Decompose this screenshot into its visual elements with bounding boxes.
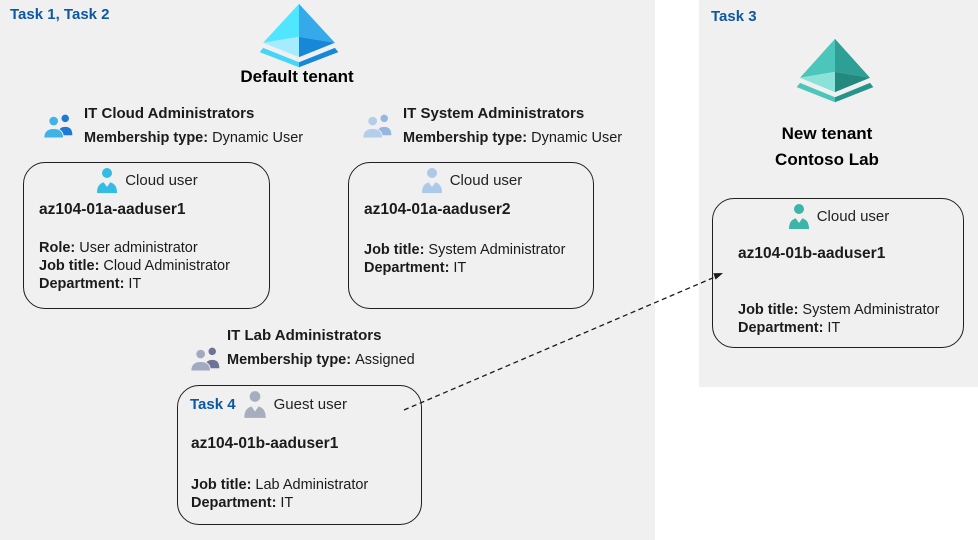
task-4-label: Task 4 bbox=[190, 395, 236, 413]
cloud-user-icon bbox=[420, 166, 444, 194]
guest-user-card-aaduser1: Task 4 Guest user az104-01b-aaduser1 Job… bbox=[177, 385, 422, 525]
field-department: Department:IT bbox=[364, 260, 467, 276]
group-membership-lab-admins: Membership type:Assigned bbox=[227, 352, 415, 368]
group-title-cloud-admins: IT Cloud Administrators bbox=[84, 105, 255, 122]
task-1-2-label: Task 1, Task 2 bbox=[10, 6, 110, 23]
field-department: Department:IT bbox=[191, 495, 294, 511]
user-card-aaduser1: Cloud user az104-01a-aaduser1 Role:User … bbox=[23, 162, 270, 309]
field-job-title: Job title:Lab Administrator bbox=[191, 477, 369, 493]
user-card-aaduser2: Cloud user az104-01a-aaduser2 Job title:… bbox=[348, 162, 594, 309]
group-title-lab-admins: IT Lab Administrators bbox=[227, 327, 382, 344]
group-people-gray-icon bbox=[190, 344, 222, 373]
field-department: Department:IT bbox=[738, 320, 841, 336]
user-fields: Job title:System Administrator Departmen… bbox=[738, 301, 939, 337]
task-3-label: Task 3 bbox=[711, 8, 757, 25]
user-type-label: Cloud user bbox=[449, 171, 523, 189]
new-tenant-title-line2: Contoso Lab bbox=[775, 150, 879, 169]
user-card-aaduser1-new-tenant: Cloud user az104-01b-aaduser1 Job title:… bbox=[712, 198, 964, 348]
group-membership-cloud-admins: Membership type:Dynamic User bbox=[84, 130, 303, 146]
group-people-paleblue-icon bbox=[362, 111, 394, 140]
user-name: az104-01a-aaduser1 bbox=[39, 201, 186, 218]
membership-type-value: Assigned bbox=[355, 352, 415, 368]
azure-ad-blue-icon bbox=[258, 3, 340, 69]
card-header: Task 4 Guest user bbox=[178, 389, 421, 419]
user-fields: Role:User administrator Job title:Cloud … bbox=[39, 239, 230, 293]
membership-type-value: Dynamic User bbox=[531, 130, 623, 146]
group-membership-system-admins: Membership type:Dynamic User bbox=[403, 130, 622, 146]
membership-type-label: Membership type: bbox=[227, 352, 352, 368]
new-tenant-title-line1: New tenant bbox=[781, 124, 873, 143]
cloud-user-icon bbox=[95, 166, 119, 194]
azure-ad-teal-icon bbox=[795, 38, 875, 104]
field-job-title: Job title:Cloud Administrator bbox=[39, 258, 230, 274]
user-name: az104-01b-aaduser1 bbox=[738, 245, 886, 262]
new-tenant-panel: Task 3 New tenant Contoso Lab bbox=[699, 0, 978, 387]
group-title-system-admins: IT System Administrators bbox=[403, 105, 585, 122]
user-type-label: Guest user bbox=[273, 395, 347, 413]
guest-user-icon bbox=[242, 389, 268, 419]
field-department: Department:IT bbox=[39, 276, 142, 292]
membership-type-value: Dynamic User bbox=[212, 130, 304, 146]
card-header: Cloud user bbox=[713, 202, 963, 230]
card-header: Cloud user bbox=[24, 166, 269, 194]
user-name: az104-01b-aaduser1 bbox=[191, 435, 339, 452]
user-type-label: Cloud user bbox=[125, 171, 198, 189]
field-job-title: Job title:System Administrator bbox=[364, 242, 566, 258]
card-header: Cloud user bbox=[349, 166, 593, 194]
cloud-user-icon bbox=[787, 202, 811, 230]
default-tenant-panel: Task 1, Task 2 Default tenant IT Cloud A… bbox=[0, 0, 655, 540]
group-people-blue-icon bbox=[43, 111, 75, 140]
membership-type-label: Membership type: bbox=[84, 130, 209, 146]
membership-type-label: Membership type: bbox=[403, 130, 528, 146]
user-type-label: Cloud user bbox=[816, 207, 890, 225]
field-role: Role:User administrator bbox=[39, 240, 198, 256]
default-tenant-title: Default tenant bbox=[240, 67, 354, 86]
field-job-title: Job title:System Administrator bbox=[738, 302, 940, 318]
user-fields: Job title:Lab Administrator Department:I… bbox=[191, 476, 368, 512]
user-fields: Job title:System Administrator Departmen… bbox=[364, 241, 565, 277]
user-name: az104-01a-aaduser2 bbox=[364, 201, 511, 218]
